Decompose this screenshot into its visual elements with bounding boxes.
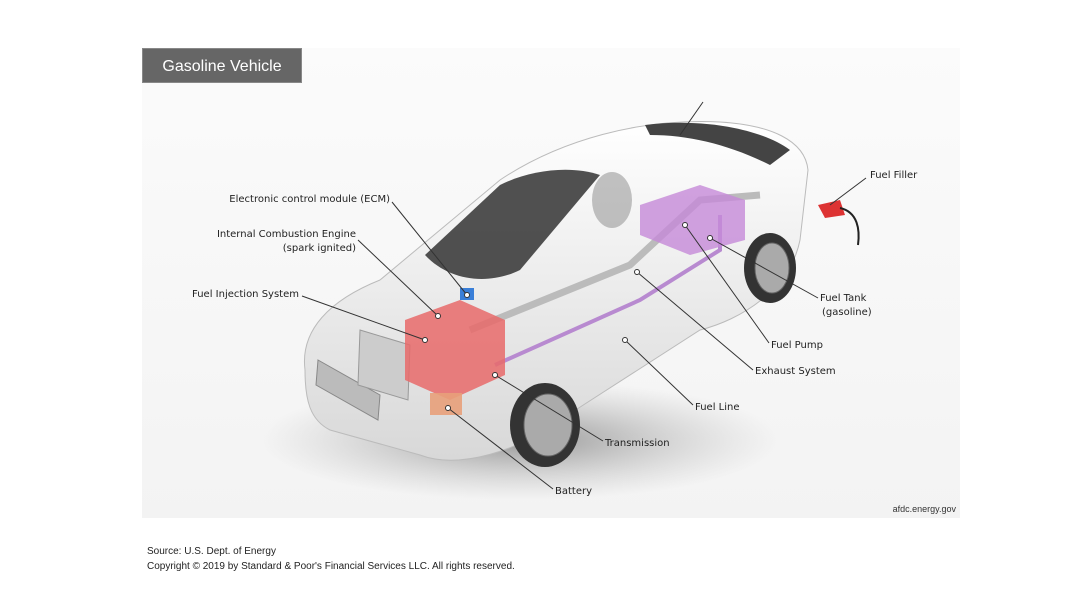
label-ecm: Electronic control module (ECM) [229,194,390,205]
radiator [357,329,411,401]
engine [405,300,505,400]
image-credit: afdc.energy.gov [892,504,956,514]
rear-left-wheel [592,172,632,228]
label-exhaust: Exhaust System [755,366,836,377]
label-battery: Battery [555,486,592,497]
label-ice-sub: (spark ignited) [283,243,356,254]
label-ice: Internal Combustion Engine [217,229,356,240]
windshield [425,169,600,279]
fuel-nozzle [818,200,845,218]
fuel-hose [839,207,860,246]
battery-block [430,393,462,415]
label-fuel-line: Fuel Line [695,402,740,413]
leader-lines [301,101,867,490]
diagram-title: Gasoline Vehicle [142,48,302,83]
label-fuel-tank: Fuel Tank [820,293,867,304]
copyright-note: Copyright © 2019 by Standard & Poor's Fi… [147,561,515,572]
rear-wheel-rim [754,242,790,294]
source-note: Source: U.S. Dept. of Energy [147,546,276,557]
label-fuel-tank-sub: (gasoline) [822,307,872,318]
label-fuel-filler: Fuel Filler [870,170,918,181]
fuel-tank [640,185,745,255]
front-wheel-rim [523,393,573,457]
label-transmission: Transmission [604,438,670,449]
label-fuel-pump: Fuel Pump [771,340,823,351]
label-fuel-injection: Fuel Injection System [192,289,299,300]
